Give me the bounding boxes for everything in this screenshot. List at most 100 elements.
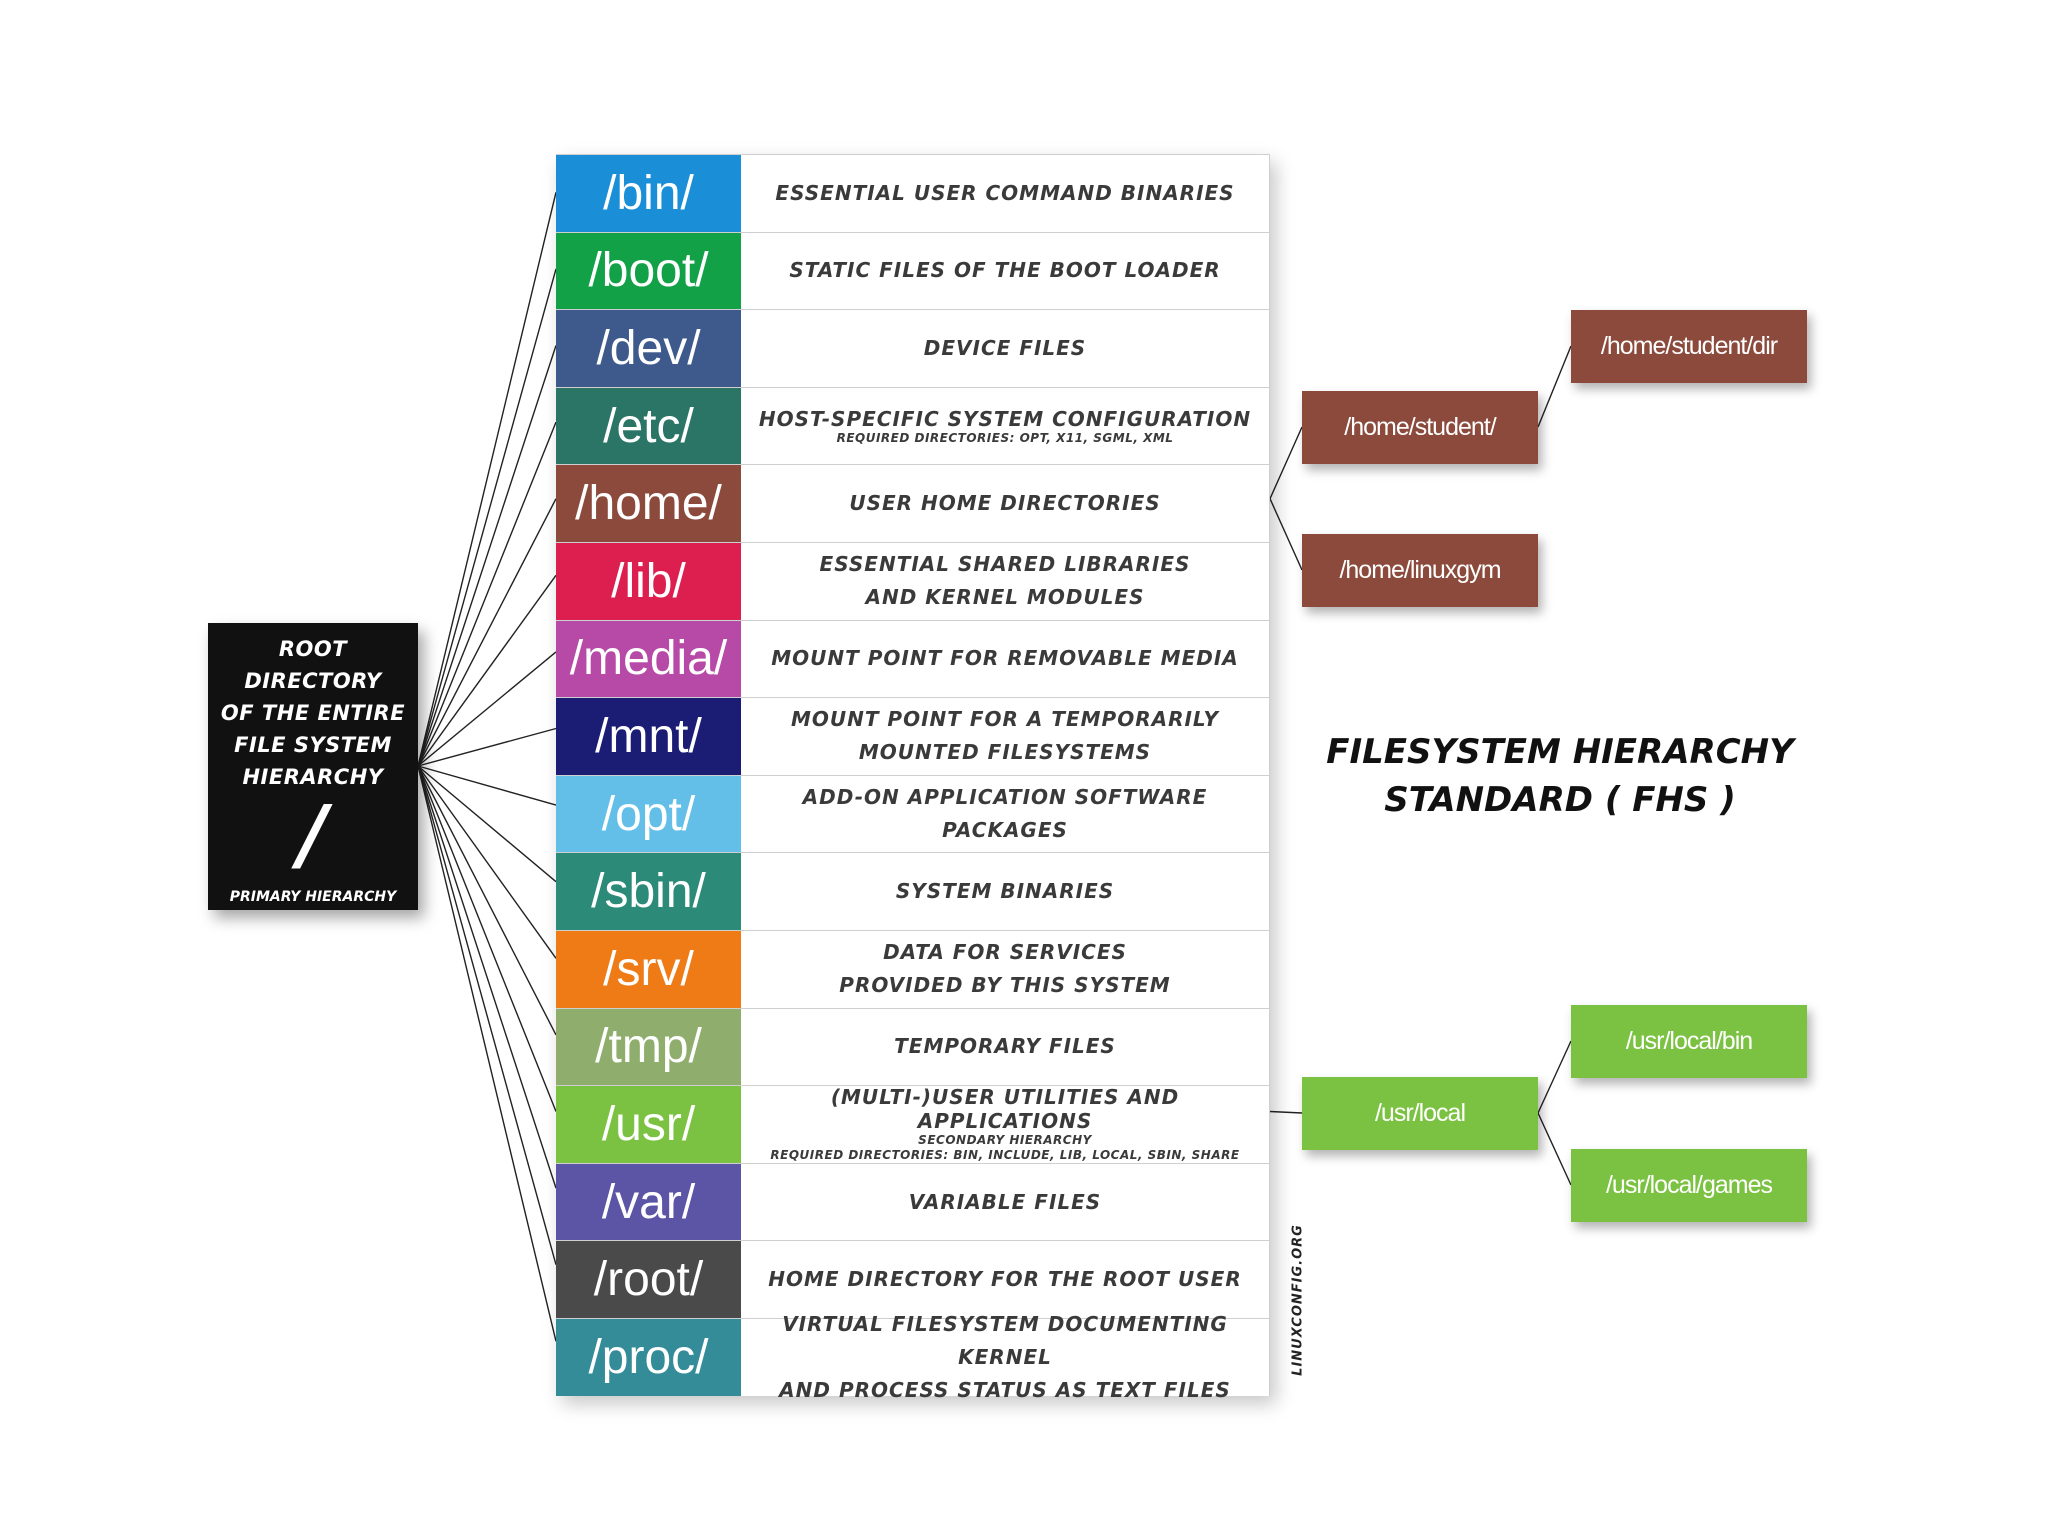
directory-name: /lib/ (556, 542, 741, 620)
directory-name: /var/ (556, 1163, 741, 1241)
description-text: VIRTUAL FILESYSTEM DOCUMENTING KERNEL AN… (779, 1311, 1231, 1402)
directory-name: /etc/ (556, 387, 741, 465)
description-text: TEMPORARY FILES (894, 1034, 1116, 1059)
directory-table: /bin/ESSENTIAL USER COMMAND BINARIES/boo… (556, 154, 1270, 1402)
directory-name: /sbin/ (556, 853, 741, 930)
description-text: USER HOME DIRECTORIES (849, 491, 1161, 516)
description-text: ADD-ON APPLICATION SOFTWARE PACKAGES (802, 785, 1208, 843)
connector-line (1269, 498, 1303, 571)
connector-line (417, 498, 557, 767)
connector-line (417, 421, 557, 767)
directory-name: /home/ (556, 465, 741, 542)
directory-description: VIRTUAL FILESYSTEM DOCUMENTING KERNEL AN… (741, 1312, 1269, 1402)
directory-row: /mnt/MOUNT POINT FOR A TEMPORARILY MOUNT… (556, 697, 1270, 775)
subdir-home-student-dir: /home/student/dir (1571, 310, 1807, 383)
directory-description: SYSTEM BINARIES (741, 853, 1269, 930)
diagram-title: FILESYSTEM HIERARCHY STANDARD ( FHS ) (1326, 732, 1794, 820)
connector-line (417, 192, 557, 767)
directory-description: MOUNT POINT FOR A TEMPORARILY MOUNTED FI… (741, 698, 1269, 775)
connector-line (417, 651, 557, 767)
directory-row: /boot/STATIC FILES OF THE BOOT LOADER (556, 231, 1270, 310)
connector-line (417, 574, 557, 767)
directory-description: ESSENTIAL USER COMMAND BINARIES (741, 155, 1269, 232)
directory-name: /dev/ (556, 310, 741, 387)
connector-line (417, 765, 557, 1342)
directory-name: /boot/ (556, 232, 741, 310)
connector-line (1269, 426, 1303, 499)
description-text: ESSENTIAL SHARED LIBRARIES AND KERNEL MO… (819, 552, 1191, 610)
description-text: VARIABLE FILES (908, 1189, 1102, 1214)
directory-row: /root/HOME DIRECTORY FOR THE ROOT USER (556, 1240, 1270, 1318)
connector-line (417, 765, 557, 806)
root-symbol: / (298, 790, 328, 880)
directory-row: /tmp/TEMPORARY FILES (556, 1007, 1270, 1086)
directory-row: /proc/VIRTUAL FILESYSTEM DOCUMENTING KER… (556, 1312, 1270, 1402)
description-text: DATA FOR SERVICES PROVIDED BY THIS SYSTE… (839, 940, 1171, 998)
directory-name: /bin/ (556, 155, 741, 232)
directory-description: DEVICE FILES (741, 310, 1269, 387)
connector-line (417, 765, 557, 959)
directory-name: /usr/ (556, 1086, 741, 1163)
connector-line (1537, 1112, 1572, 1186)
connector-line (417, 765, 557, 1189)
directory-name: /root/ (556, 1241, 741, 1318)
description-text: ESSENTIAL USER COMMAND BINARIES (775, 180, 1235, 205)
directory-name: /proc/ (556, 1318, 741, 1396)
description-note: REQUIRED DIRECTORIES: OPT, X11, SGML, XM… (836, 430, 1174, 445)
credit-text: LINUXCONFIG.ORG (1290, 1224, 1306, 1376)
connector-line (417, 765, 557, 1265)
directory-description: VARIABLE FILES (741, 1164, 1269, 1241)
directory-row: /lib/ESSENTIAL SHARED LIBRARIES AND KERN… (556, 541, 1270, 620)
connector-line (1269, 1110, 1303, 1114)
directory-description: USER HOME DIRECTORIES (741, 465, 1269, 542)
directory-row: /media/MOUNT POINT FOR REMOVABLE MEDIA (556, 619, 1270, 698)
description-text: MOUNT POINT FOR REMOVABLE MEDIA (771, 646, 1239, 671)
connector-line (417, 765, 557, 1112)
directory-name: /srv/ (556, 930, 741, 1008)
directory-row: /usr/(MULTI-)USER UTILITIES AND APPLICAT… (556, 1085, 1270, 1163)
directory-row: /bin/ESSENTIAL USER COMMAND BINARIES (556, 154, 1270, 232)
directory-row: /srv/DATA FOR SERVICES PROVIDED BY THIS … (556, 929, 1270, 1008)
directory-row: /dev/DEVICE FILES (556, 309, 1270, 387)
directory-description: DATA FOR SERVICES PROVIDED BY THIS SYSTE… (741, 931, 1269, 1008)
connector-line (417, 765, 557, 883)
connector-line (417, 345, 557, 767)
description-text: SYSTEM BINARIES (895, 879, 1115, 904)
directory-name: /media/ (556, 620, 741, 698)
description-text: HOME DIRECTORY FOR THE ROOT USER (768, 1267, 1242, 1292)
description-text: MOUNT POINT FOR A TEMPORARILY MOUNTED FI… (790, 707, 1220, 765)
subdir-home-linuxgym: /home/linuxgym (1302, 534, 1538, 607)
subdir-home-student: /home/student/ (1302, 391, 1538, 464)
directory-description: STATIC FILES OF THE BOOT LOADER (741, 233, 1269, 310)
directory-row: /var/VARIABLE FILES (556, 1162, 1270, 1241)
connector-line (417, 727, 557, 767)
description-note: REQUIRED DIRECTORIES: BIN, INCLUDE, LIB,… (770, 1148, 1240, 1163)
subdir-usr-local-games: /usr/local/games (1571, 1149, 1807, 1222)
connector-line (417, 268, 557, 767)
root-description: ROOT DIRECTORY OF THE ENTIRE FILE SYSTEM… (220, 637, 406, 789)
credit-text-container: LINUXCONFIG.ORG (1283, 1220, 1313, 1380)
directory-name: /mnt/ (556, 698, 741, 775)
directory-description: ESSENTIAL SHARED LIBRARIES AND KERNEL MO… (741, 543, 1269, 620)
connector-line (1537, 345, 1572, 428)
connector-line (417, 765, 557, 1036)
directory-description: HOME DIRECTORY FOR THE ROOT USER (741, 1241, 1269, 1318)
directory-row: /opt/ADD-ON APPLICATION SOFTWARE PACKAGE… (556, 774, 1270, 853)
description-note: SECONDARY HIERARCHY (918, 1133, 1092, 1148)
directory-row: /home/USER HOME DIRECTORIES (556, 464, 1270, 542)
directory-name: /tmp/ (556, 1008, 741, 1086)
description-text: (MULTI-)USER UTILITIES AND APPLICATIONS (830, 1085, 1180, 1134)
directory-name: /opt/ (556, 775, 741, 853)
connector-line (1537, 1040, 1572, 1114)
directory-description: ADD-ON APPLICATION SOFTWARE PACKAGES (741, 776, 1269, 853)
primary-hierarchy-label: PRIMARY HIERARCHY (229, 889, 397, 905)
subdir-usr-local-bin: /usr/local/bin (1571, 1005, 1807, 1078)
description-text: HOST-SPECIFIC SYSTEM CONFIGURATION (758, 406, 1252, 431)
description-text: STATIC FILES OF THE BOOT LOADER (789, 258, 1221, 283)
directory-row: /sbin/SYSTEM BINARIES (556, 852, 1270, 930)
directory-description: MOUNT POINT FOR REMOVABLE MEDIA (741, 621, 1269, 698)
